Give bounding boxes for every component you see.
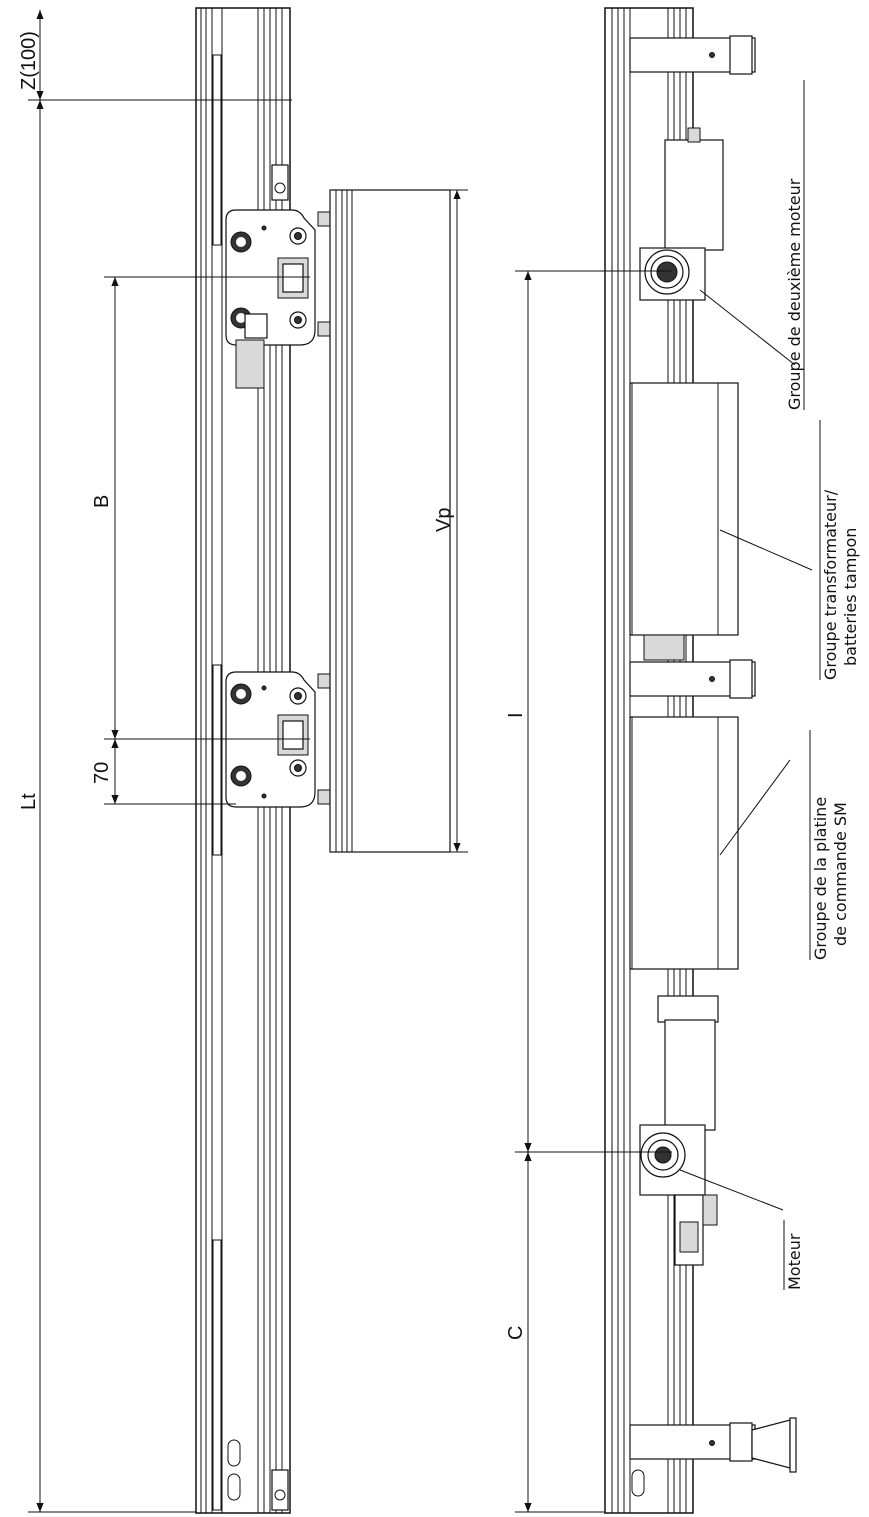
label-control-line1: Groupe de la platine (811, 797, 830, 960)
door-panel (329, 189, 451, 853)
dim-lt: Lt (18, 100, 196, 1513)
dim-vp: Vp (340, 189, 468, 853)
top-stop (629, 35, 756, 75)
bottom-stop (629, 1417, 797, 1473)
dim-vp-label: Vp (433, 508, 455, 532)
label-transformer-line1: Groupe transformateur/ (821, 489, 840, 680)
dim-b-label: B (91, 495, 113, 508)
upper-carriage (225, 209, 331, 389)
label-transformer-line2: batteries tampon (841, 528, 860, 666)
right-view: I C Groupe de deuxième moteur Groupe tra… (505, 7, 860, 1514)
dim-z: Z(100) (18, 10, 292, 101)
leader-control-board (719, 759, 791, 856)
dim-b: B (91, 276, 310, 740)
label-second-motor-group: Groupe de deuxième moteur (785, 80, 805, 410)
label-motor-group: Moteur (783, 1220, 804, 1290)
dim-z-label: Z(100) (18, 31, 40, 90)
main-motor (639, 995, 719, 1266)
label-control-line2: de commande SM (831, 802, 850, 946)
middle-stop (629, 659, 756, 699)
leader-transformer (719, 529, 813, 571)
dim-i-label: I (505, 712, 527, 718)
dim-c-label: C (505, 1326, 527, 1340)
label-transformer-group: Groupe transformateur/ batteries tampon (819, 420, 860, 680)
dim-70: 70 (91, 739, 236, 805)
label-second-motor: Groupe de deuxième moteur (785, 178, 804, 410)
dim-c: C (505, 1152, 605, 1513)
transformer-box (629, 382, 739, 661)
label-control-group: Groupe de la platine de commande SM (809, 730, 850, 960)
left-view: Z(100) Lt B 70 Vp (18, 7, 468, 1514)
leader-second-motor (699, 289, 796, 366)
leader-motor (679, 1169, 784, 1211)
label-motor: Moteur (785, 1233, 804, 1290)
dim-70-label: 70 (91, 762, 113, 784)
dim-i: I (505, 270, 672, 1153)
second-motor (639, 127, 724, 301)
control-board-box (629, 716, 739, 970)
dim-lt-label: Lt (18, 793, 40, 810)
